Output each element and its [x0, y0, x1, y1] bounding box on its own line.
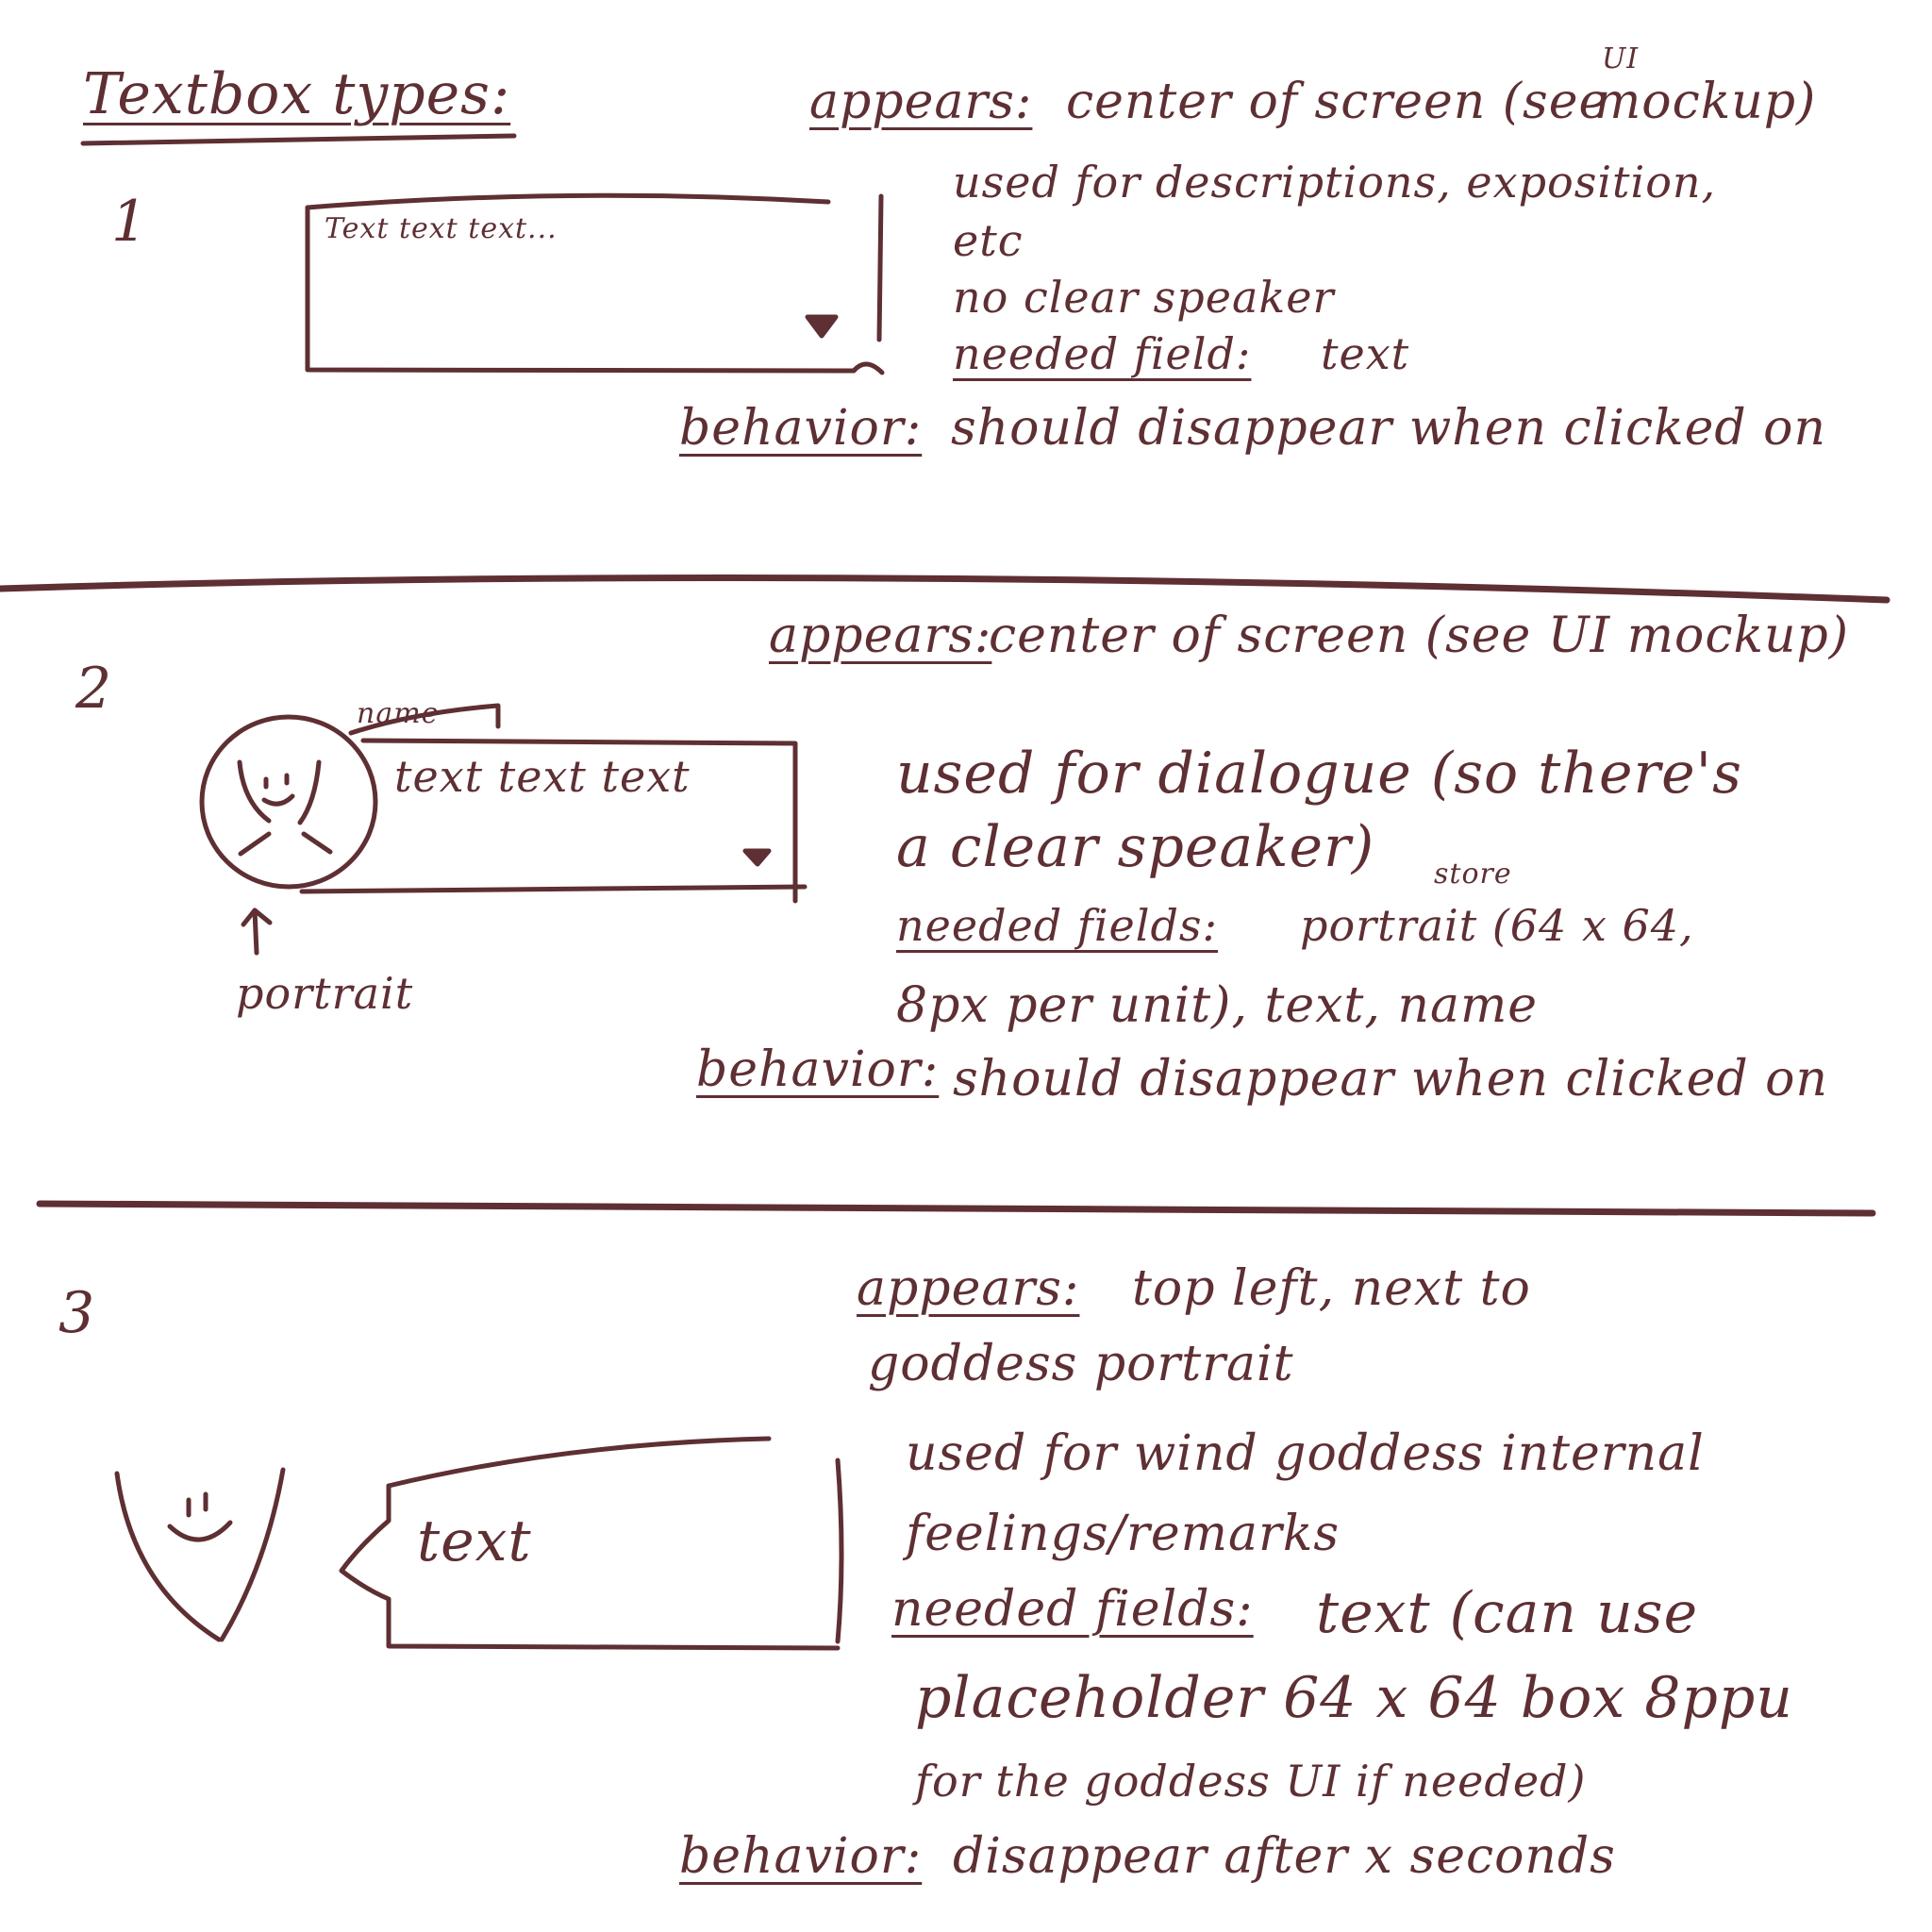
section-1-behavior-label: behavior:: [679, 400, 923, 457]
section-2-needed-label: needed fields:: [896, 900, 1219, 951]
portrait-arrow-2: [241, 908, 273, 956]
section-2-needed-line-2: 8px per unit), text, name: [896, 977, 1539, 1034]
section-2-used-line-2: a clear speaker): [896, 814, 1375, 880]
portrait-label-2: portrait: [236, 968, 414, 1019]
section-1-appears-insert: UI: [1602, 42, 1640, 75]
textbox-1-sample-text: Text text text...: [325, 212, 558, 245]
section-1-used-line-2: etc: [953, 215, 1024, 266]
section-3-behavior-value: disappear after x seconds: [953, 1828, 1616, 1885]
section-3-appears-line-2: goddess portrait: [868, 1336, 1294, 1392]
section-number-2: 2: [75, 656, 113, 722]
section-number-3: 3: [58, 1280, 96, 1346]
section-1-appears-value: center of screen (see: [1066, 74, 1609, 130]
textbox-2-name-tag: name: [357, 697, 440, 730]
section-3-needed-value: text (can use: [1316, 1580, 1699, 1646]
page-title: Textbox types:: [83, 61, 511, 127]
section-2-used-line-1: used for dialogue (so there's: [896, 741, 1742, 807]
section-1-needed-label: needed field:: [953, 328, 1252, 379]
textbox-2-mockup: [299, 703, 808, 904]
section-2-appears-value: center of screen (see UI mockup): [989, 608, 1850, 664]
section-3-needed-line-3: for the goddess UI if needed): [915, 1756, 1587, 1807]
section-2-behavior-value: should disappear when clicked on: [953, 1051, 1828, 1108]
portrait-circle-2: [199, 714, 378, 890]
section-2-needed-value: portrait (64 x 64,: [1300, 900, 1694, 951]
section-2-needed-insert: store: [1434, 858, 1512, 891]
textbox-1-mockup: [305, 192, 885, 375]
section-3-used-line-1: used for wind goddess internal: [906, 1425, 1705, 1482]
section-1-behavior-value: should disappear when clicked on: [951, 400, 1826, 457]
section-2-appears-label: appears:: [769, 608, 992, 664]
goddess-face-3: [114, 1467, 286, 1642]
section-3-needed-label: needed fields:: [891, 1581, 1254, 1638]
speech-bubble-3-text: text: [417, 1508, 532, 1574]
section-divider-2: [36, 1200, 1876, 1217]
section-3-needed-line-2: placeholder 64 x 64 box 8ppu: [915, 1665, 1793, 1731]
section-1-needed-value: text: [1321, 328, 1410, 379]
section-number-1: 1: [111, 189, 149, 255]
speech-bubble-3: [339, 1436, 844, 1651]
section-1-appears-value-end: mockup): [1594, 74, 1817, 130]
section-1-used-line-3: no clear speaker: [953, 272, 1335, 323]
section-3-used-line-2: feelings/remarks: [906, 1506, 1341, 1562]
textbox-2-sample-text: text text text: [394, 751, 691, 802]
section-divider-1: [0, 574, 1890, 604]
title-underline: [80, 133, 517, 146]
section-3-appears-value: top left, next to: [1132, 1260, 1531, 1317]
section-1-appears-label: appears:: [809, 74, 1033, 130]
section-2-behavior-label: behavior:: [696, 1041, 940, 1098]
section-3-appears-label: appears:: [857, 1260, 1080, 1317]
section-3-behavior-label: behavior:: [679, 1828, 923, 1885]
section-1-used-line-1: used for descriptions, exposition,: [953, 157, 1717, 208]
